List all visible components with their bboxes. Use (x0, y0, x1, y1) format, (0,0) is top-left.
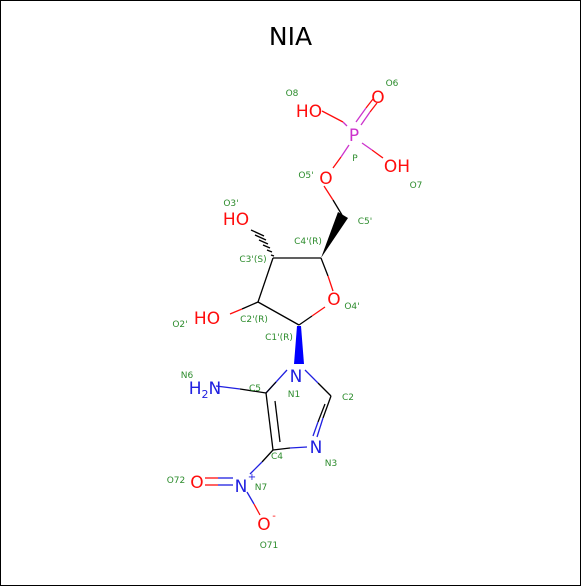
atom-n3: N (310, 438, 323, 458)
bond-n7-o71-a (246, 491, 255, 505)
bond-c5-c4-1 (265, 392, 274, 451)
name-o72: O72 (167, 476, 186, 486)
bond-c4-o4-a (320, 257, 329, 277)
name-c2: C2 (342, 393, 354, 403)
bond-c2-o2-b (229, 308, 243, 315)
bond-p-o5-a (340, 144, 350, 158)
name-o3p: O3' (223, 199, 238, 209)
bond-c5-c4-2 (274, 400, 281, 443)
hash-c3-o3 (250, 229, 275, 257)
name-o4p: O4' (344, 302, 359, 312)
bond-o8-p-a (321, 110, 344, 123)
atom-o4p: O (327, 290, 340, 310)
name-p: P (352, 154, 358, 164)
bond-n7-o71-b (253, 503, 261, 516)
atom-o3p: HO (223, 210, 249, 230)
atom-names: O8 O6 P O7 O5' C5' O3' C4'(R) C3'(S) O4'… (167, 79, 423, 551)
bond-c2-n3-a1 (322, 395, 332, 419)
name-o71: O71 (260, 541, 279, 551)
name-c1p: C1'(R) (265, 333, 293, 343)
atom-o5p: O (319, 169, 332, 189)
name-c3p: C3'(S) (239, 255, 266, 265)
bond-o5-c5-b (332, 199, 343, 216)
stereo-bonds (250, 212, 348, 364)
bond-c2-n3-a2 (317, 403, 326, 423)
bond-c1-c2 (257, 301, 300, 326)
bonds (205, 98, 384, 516)
bond-p-o6-a1 (355, 107, 367, 123)
bond-c4-n7-b (249, 461, 263, 475)
name-c4p: C4'(R) (294, 237, 322, 247)
bond-c5-n6-a (239, 388, 267, 394)
bond-c5-n6-b (215, 385, 241, 390)
atoms: HO O P OH O HO HO O H2N N N N + O O - (189, 88, 410, 535)
atom-o7: OH (384, 157, 410, 177)
bond-o4-c1-b (298, 315, 313, 326)
bond-o8-p-b (342, 121, 348, 127)
name-n3: N3 (325, 459, 337, 469)
bond-o4-c1-a (311, 306, 326, 317)
bond-p-o6-b2 (369, 102, 378, 113)
bond-n1-c2-a (304, 369, 319, 384)
bond-p-o5-b (332, 156, 342, 169)
bond-p-o6-b1 (365, 98, 374, 109)
bond-c2-c3 (257, 257, 274, 303)
name-n6: N6 (181, 371, 194, 381)
bond-c4-o4-b (327, 275, 334, 292)
bond-p-o7-b (371, 149, 384, 159)
name-c5: C5 (249, 384, 261, 394)
atom-n6: H2N (189, 379, 222, 401)
bond-p-o7-a (361, 142, 373, 151)
name-c4: C4 (271, 452, 283, 462)
name-n1: N1 (288, 390, 300, 400)
atom-n1: N (290, 367, 303, 387)
name-o8: O8 (286, 89, 299, 99)
atom-o71: O (257, 515, 270, 535)
atom-o8: HO (296, 102, 322, 122)
name-n7: N7 (255, 483, 267, 493)
name-c5p: C5' (358, 217, 372, 227)
wedge-c4-c5 (321, 212, 348, 258)
bond-c2-o2-a (241, 301, 259, 310)
name-o7: O7 (410, 181, 423, 191)
molecule-title: NIA (268, 22, 313, 51)
atom-n7: N (235, 477, 248, 497)
atom-o2p: HO (194, 309, 220, 329)
name-o2p: O2' (172, 320, 187, 330)
atom-o72: O (190, 473, 203, 493)
bond-c4-n7-a (261, 449, 274, 463)
name-o5p: O5' (298, 171, 313, 181)
name-o6: O6 (386, 79, 399, 89)
bond-n1-c5-b (265, 381, 277, 394)
bond-c2-n3-b1 (316, 417, 324, 438)
bond-n3-c4-b (272, 447, 291, 451)
wedge-c1-n1 (294, 326, 304, 364)
bond-n1-c2-b (317, 382, 332, 397)
bond-c2-n3-b2 (312, 421, 319, 437)
bond-p-o6-a2 (360, 111, 371, 126)
atom-o71-charge: - (272, 511, 276, 522)
bond-o5-c5-a (323, 185, 334, 201)
atom-p: P (349, 126, 359, 146)
name-c2p: C2'(R) (240, 315, 268, 325)
bond-n3-c4-a (289, 446, 308, 449)
atom-o6: O (371, 88, 384, 108)
atom-n7-charge: + (248, 472, 256, 483)
